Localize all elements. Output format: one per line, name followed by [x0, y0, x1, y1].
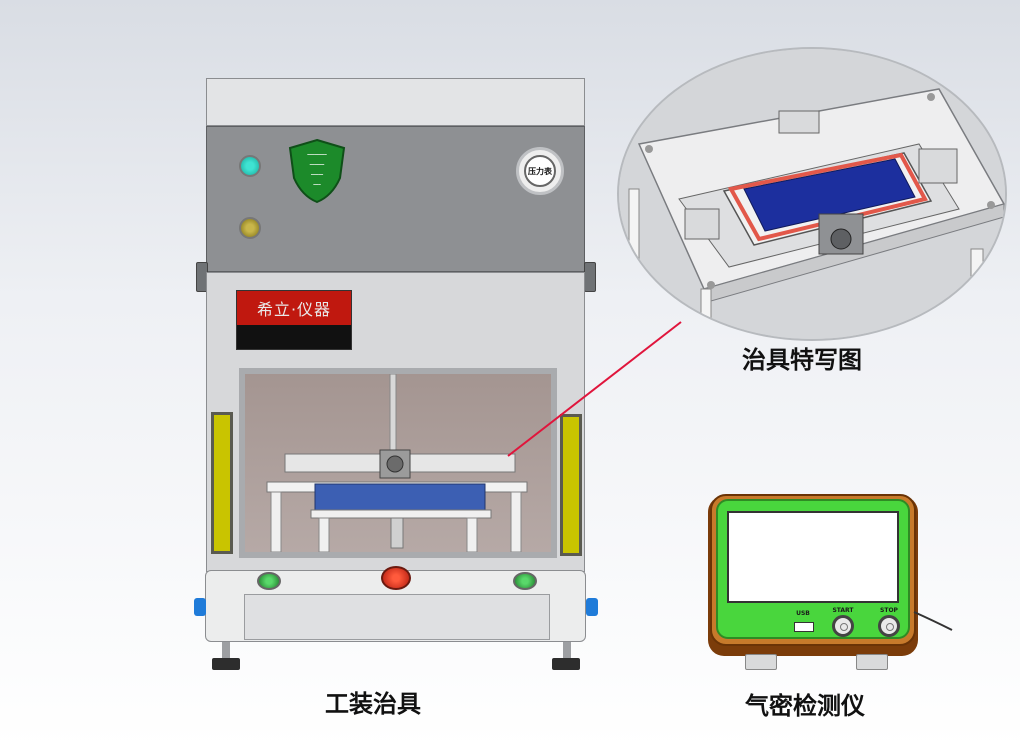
usb-port-icon[interactable] [794, 622, 814, 632]
tester-stop-button[interactable] [878, 615, 900, 637]
left-foot [212, 658, 240, 670]
closeup-fixture-drawing [619, 49, 1005, 339]
tester-start-button[interactable] [832, 615, 854, 637]
machine-base-front [244, 594, 550, 640]
pressure-gauge: 压力表 [516, 147, 564, 195]
left-safety-light-curtain [211, 412, 233, 554]
tester-display-screen[interactable] [727, 511, 899, 603]
start-label: START [832, 607, 854, 614]
right-foot [552, 658, 580, 670]
power-indicator-light[interactable] [239, 155, 261, 177]
left-air-fitting [194, 598, 206, 616]
left-foot-stem [222, 642, 230, 658]
brand-plate: 希立·仪器 [236, 290, 352, 350]
right-safety-light-curtain [560, 414, 582, 556]
start-button-right[interactable] [513, 572, 537, 590]
fixture-work-window [239, 368, 557, 558]
stop-label: STOP [880, 607, 898, 614]
closeup-bubble [617, 47, 1007, 341]
usb-label: USB [796, 610, 810, 617]
certification-shield-logo: ━━━━━━━━ ━━━━━━ ━━━━━ ━━━ [288, 138, 346, 204]
tester-caption: 气密检测仪 [745, 692, 865, 720]
fixture-caption: 工装治具 [325, 690, 421, 718]
machine-top-cover [206, 78, 585, 126]
right-foot-stem [563, 642, 571, 658]
right-air-fitting [586, 598, 598, 616]
emergency-stop-button[interactable] [381, 566, 411, 590]
start-button-left[interactable] [257, 572, 281, 590]
tester-right-foot [856, 654, 888, 670]
fixture-mechanism-drawing [266, 373, 528, 553]
tester-left-foot [745, 654, 777, 670]
closeup-caption: 治具特写图 [742, 346, 862, 374]
status-indicator-light[interactable] [239, 217, 261, 239]
brand-plate-text: 希立·仪器 [237, 291, 351, 325]
pressure-gauge-label: 压力表 [524, 155, 556, 187]
machine-control-panel [206, 126, 585, 272]
tester-cable [913, 611, 953, 631]
